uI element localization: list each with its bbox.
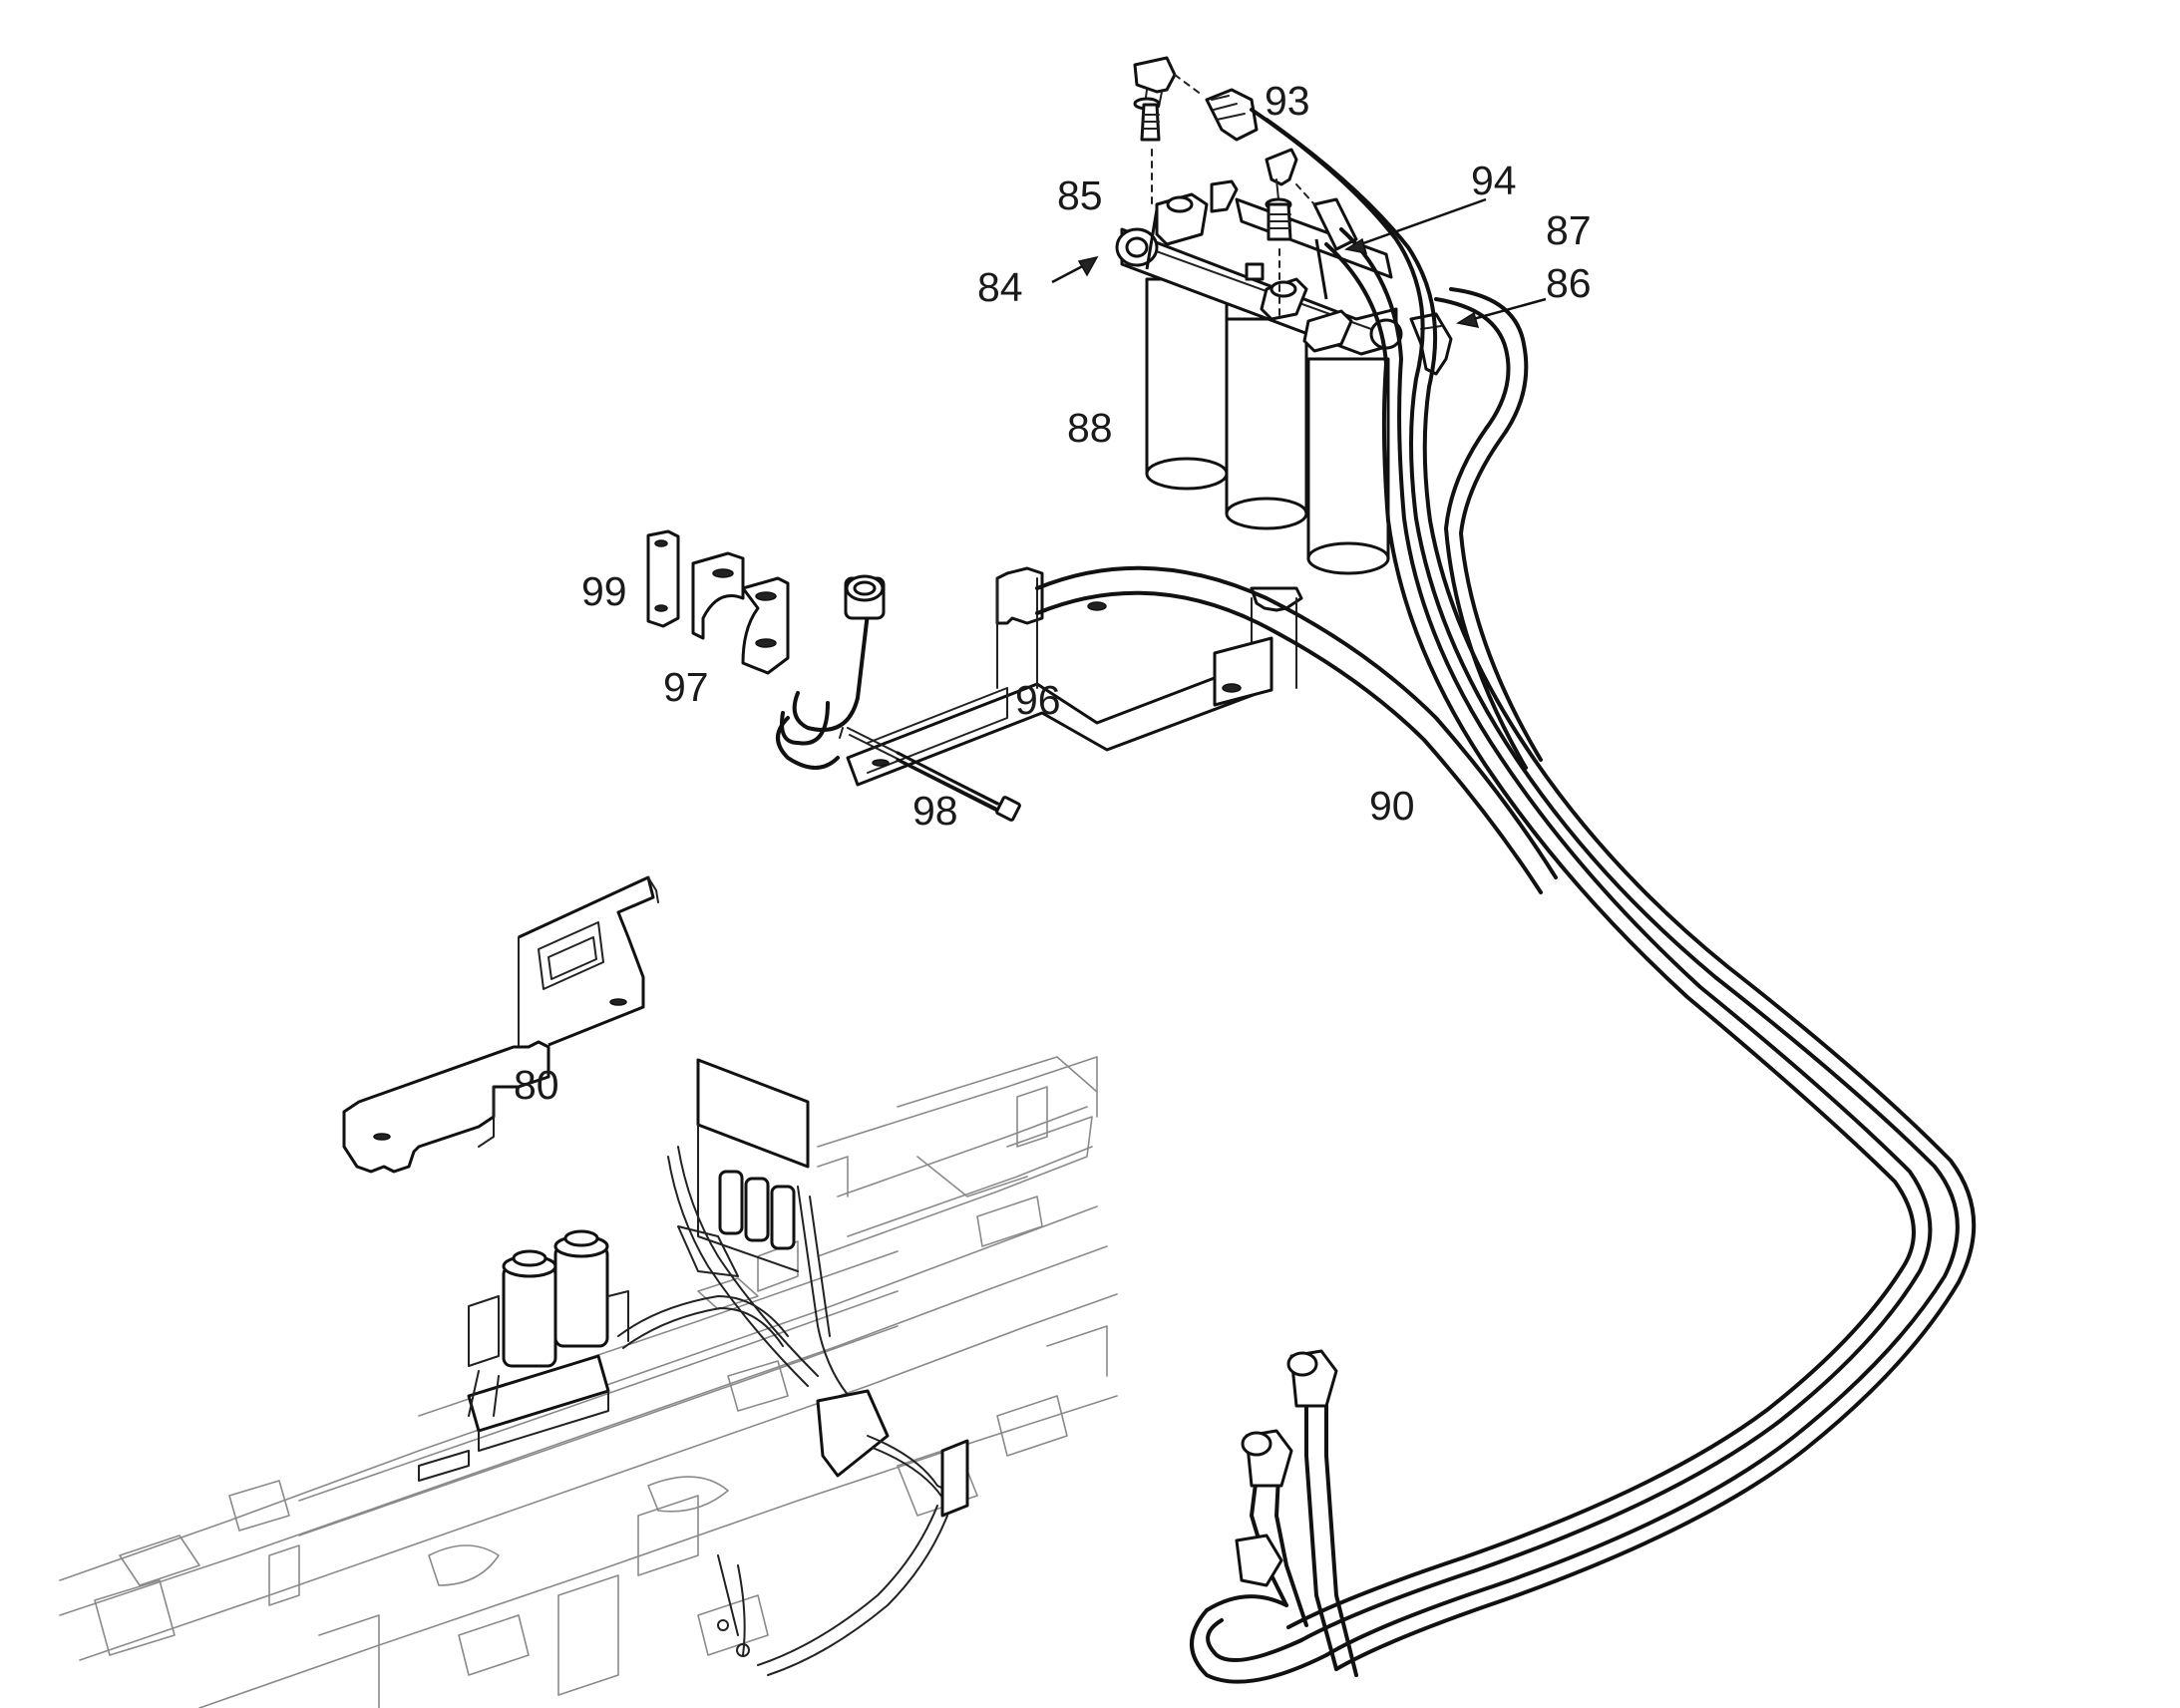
callout-88: 88 xyxy=(1067,405,1113,451)
lower-filter-block xyxy=(667,1058,969,1676)
clamp-97 xyxy=(646,529,790,675)
callout-96: 96 xyxy=(1015,677,1061,723)
callout-87: 87 xyxy=(1546,207,1592,253)
hose-fittings xyxy=(1174,74,1453,376)
leader-lines xyxy=(1051,197,1547,328)
callout-97: 97 xyxy=(663,664,709,710)
callout-86: 86 xyxy=(1546,260,1592,306)
filter-assembly-88 xyxy=(1115,56,1403,575)
bracket-80 xyxy=(342,875,659,1174)
hose-bundle xyxy=(1035,108,1977,1684)
twin-dryer-assembly xyxy=(418,1229,789,1482)
callout-93: 93 xyxy=(1265,78,1310,124)
callout-labels: 93 85 94 87 86 84 88 99 97 96 98 90 80 xyxy=(514,78,1592,1108)
bolt-98 xyxy=(839,727,1021,822)
callout-94: 94 xyxy=(1471,158,1517,203)
chassis-frame xyxy=(59,1056,1118,1708)
callout-90: 90 xyxy=(1369,783,1415,829)
callout-84: 84 xyxy=(977,264,1023,310)
callout-80: 80 xyxy=(514,1062,559,1108)
callout-99: 99 xyxy=(581,568,627,614)
callout-85: 85 xyxy=(1057,172,1103,218)
callout-98: 98 xyxy=(912,788,958,834)
